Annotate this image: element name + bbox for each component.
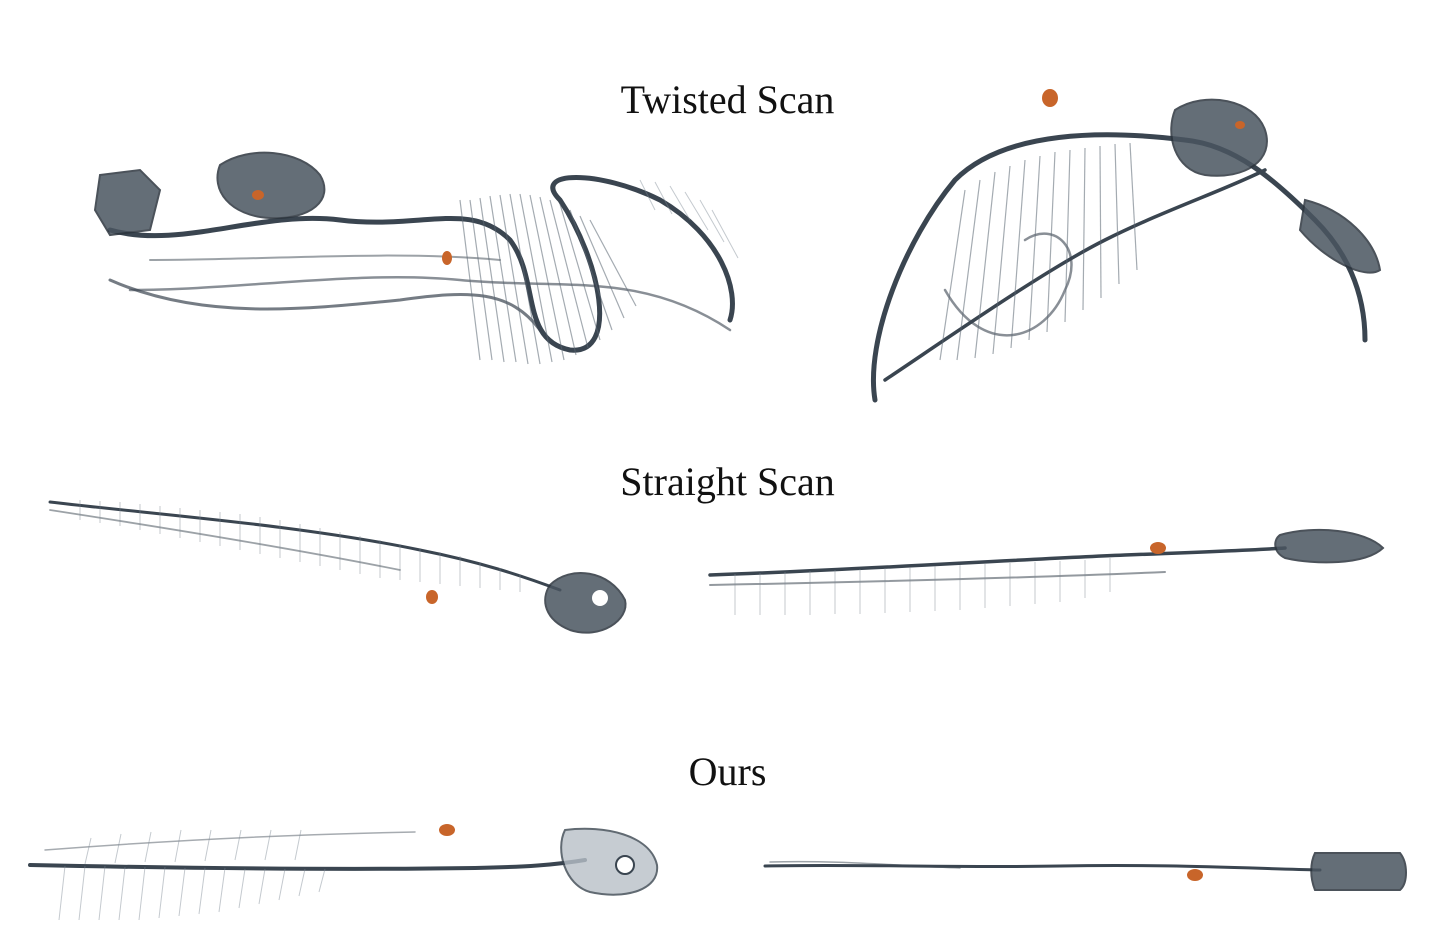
twisted-scan-right-image — [845, 40, 1390, 415]
label-straight-scan: Straight Scan — [620, 459, 835, 504]
fish-skeleton-icon — [708, 528, 1385, 615]
fish-skeleton-icon — [48, 500, 627, 634]
label-ours: Ours — [688, 749, 767, 794]
fish-skeleton-icon — [871, 89, 1382, 403]
straight-scan-left-image — [40, 490, 640, 650]
straight-scan-right-image — [705, 520, 1385, 620]
ours-left-image — [25, 820, 665, 930]
twisted-scan-left-image — [40, 140, 760, 380]
ours-right-image — [760, 848, 1410, 908]
fish-skeleton-icon — [763, 852, 1407, 891]
fish-skeleton-icon — [28, 824, 659, 921]
label-twisted-scan: Twisted Scan — [620, 77, 835, 122]
fish-skeleton-icon — [93, 151, 739, 365]
